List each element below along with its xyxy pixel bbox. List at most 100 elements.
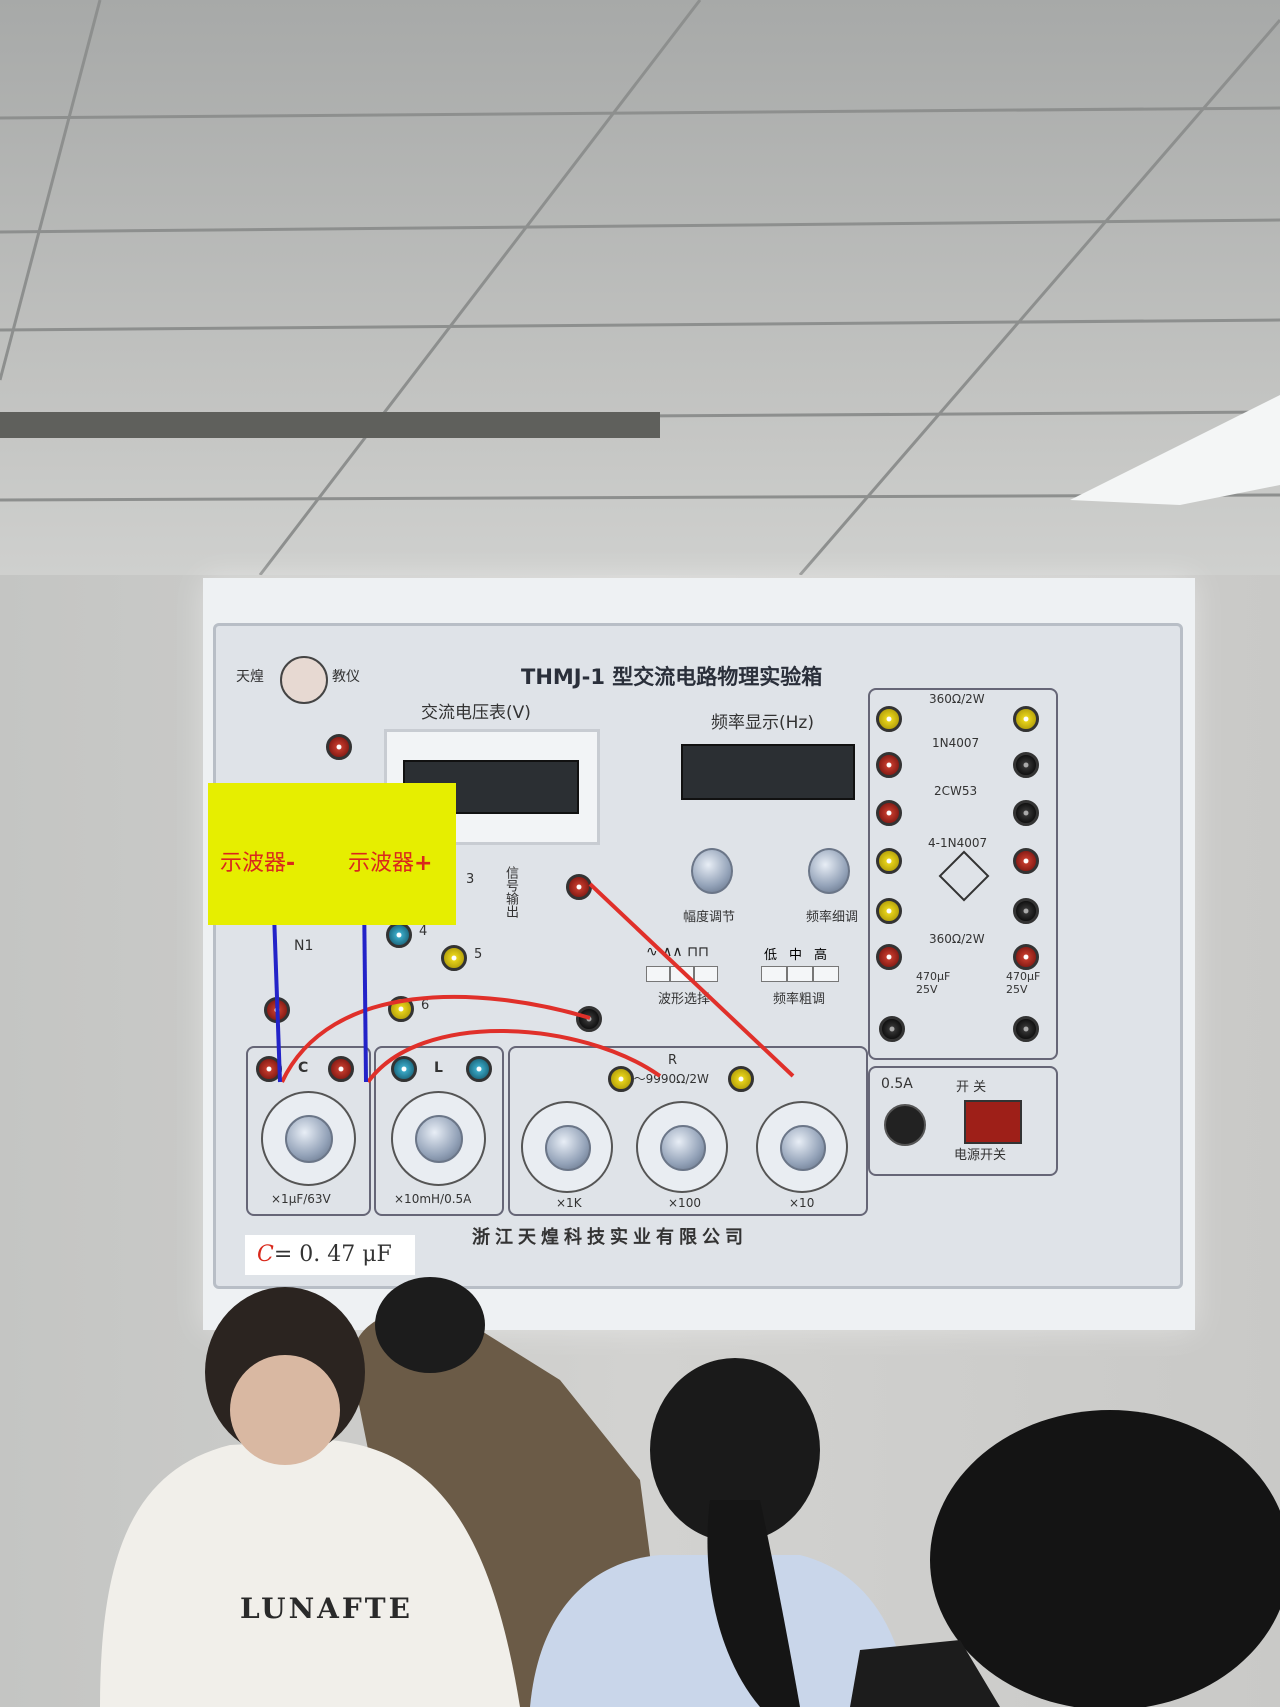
range-labels: 低 中 高 bbox=[764, 944, 827, 963]
waveform-sine-button[interactable] bbox=[646, 966, 670, 982]
resistor-right-terminal[interactable] bbox=[728, 1066, 754, 1092]
person-right-shoulder bbox=[850, 1640, 1000, 1707]
person-right-head bbox=[930, 1410, 1280, 1707]
resistor-1k-knob[interactable] bbox=[545, 1125, 591, 1171]
cap-470-right-label: 470μF 25V bbox=[1006, 970, 1041, 996]
amplitude-label: 幅度调节 bbox=[683, 910, 736, 925]
zener-2cw53-label: 2CW53 bbox=[934, 784, 978, 798]
resistor-left-terminal[interactable] bbox=[608, 1066, 634, 1092]
voltmeter-label: 交流电压表(V) bbox=[421, 703, 531, 723]
logo: 天煌 教仪 bbox=[236, 656, 376, 704]
freq-label: 频率显示(Hz) bbox=[711, 713, 814, 733]
resistor-label: R bbox=[668, 1053, 678, 1068]
fuse-holder[interactable] bbox=[884, 1104, 926, 1146]
range-buttons bbox=[761, 966, 839, 982]
cap-ground-left-terminal[interactable] bbox=[879, 1016, 905, 1042]
capacitor-label: C bbox=[298, 1060, 309, 1076]
range-low-button[interactable] bbox=[761, 966, 787, 982]
cap-ground-right-terminal[interactable] bbox=[1013, 1016, 1039, 1042]
logo-right-text: 教仪 bbox=[332, 669, 360, 685]
winding-n1-label: N1 bbox=[294, 938, 314, 954]
range-mid-button[interactable] bbox=[787, 966, 813, 982]
person-ponytail-jacket bbox=[530, 1555, 910, 1707]
fuse-label: 0.5A bbox=[881, 1076, 913, 1092]
experiment-panel: 天煌 教仪 THMJ-1 型交流电路物理实验箱 交流电压表(V) 频率显示(Hz… bbox=[213, 623, 1183, 1289]
waveform-label: 波形选择 bbox=[658, 992, 711, 1007]
r360-left-terminal[interactable] bbox=[876, 706, 902, 732]
diode-1-right-terminal[interactable] bbox=[1013, 752, 1039, 778]
person-ponytail-head bbox=[650, 1358, 820, 1542]
resistor-10-label: ×10 bbox=[789, 1196, 815, 1210]
resistor-dial-100 bbox=[636, 1101, 728, 1193]
resistor-100-label: ×100 bbox=[668, 1196, 701, 1210]
zener-left-terminal[interactable] bbox=[876, 800, 902, 826]
inductor-left-terminal[interactable] bbox=[391, 1056, 417, 1082]
r360b-left-terminal[interactable] bbox=[876, 944, 902, 970]
inductor-label: L bbox=[434, 1060, 443, 1076]
amplitude-knob[interactable] bbox=[691, 848, 733, 894]
inductor-right-terminal[interactable] bbox=[466, 1056, 492, 1082]
inductor-dial bbox=[391, 1091, 486, 1186]
inductor-box bbox=[374, 1046, 504, 1216]
person-ponytail-hair bbox=[707, 1500, 800, 1707]
resistor-1k-label: ×1K bbox=[556, 1196, 582, 1210]
resistor-range: 0～9990Ω/2W bbox=[626, 1072, 709, 1086]
cap-value: = 0. 47 μF bbox=[273, 1242, 392, 1267]
ceiling bbox=[0, 0, 1280, 575]
bridge-ac1-terminal[interactable] bbox=[876, 848, 902, 874]
terminal-5-label: 5 bbox=[474, 947, 483, 962]
zener-right-terminal[interactable] bbox=[1013, 800, 1039, 826]
frequency-fine-knob[interactable] bbox=[808, 848, 850, 894]
capacitor-selector-knob[interactable] bbox=[285, 1115, 333, 1163]
panel-title: THMJ-1 型交流电路物理实验箱 bbox=[521, 665, 823, 689]
diode-1-left-terminal[interactable] bbox=[876, 752, 902, 778]
power-box bbox=[868, 1066, 1058, 1176]
inductor-selector-knob[interactable] bbox=[415, 1115, 463, 1163]
terminal-6-label: 6 bbox=[421, 998, 430, 1013]
person-hoodie-head bbox=[375, 1277, 485, 1373]
freq-range-label: 频率粗调 bbox=[773, 992, 826, 1007]
r360b-right-terminal[interactable] bbox=[1013, 944, 1039, 970]
signal-output-label: 信号输出 bbox=[503, 866, 518, 918]
power-switch[interactable] bbox=[964, 1100, 1022, 1144]
sweater-print: LUNAFTE bbox=[240, 1592, 413, 1625]
bridge-minus-terminal[interactable] bbox=[1013, 898, 1039, 924]
company-name: 浙江天煌科技实业有限公司 bbox=[472, 1227, 748, 1248]
bridge-plus-terminal[interactable] bbox=[1013, 848, 1039, 874]
person-white-face bbox=[230, 1355, 340, 1465]
resistor-360-2-label: 360Ω/2W bbox=[929, 932, 985, 946]
resistor-box bbox=[508, 1046, 868, 1216]
red-wire-signal-to-resistor bbox=[588, 882, 795, 1078]
resistor-360-label: 360Ω/2W bbox=[929, 692, 985, 706]
red-wire-ground-to-cap bbox=[280, 994, 591, 1083]
terminal-3-label: 3 bbox=[466, 872, 475, 887]
inductor-rating: ×10mH/0.5A bbox=[394, 1192, 472, 1206]
range-high-button[interactable] bbox=[813, 966, 839, 982]
capacitance-annotation: C= 0. 47 μF bbox=[245, 1235, 415, 1275]
resistor-dial-10 bbox=[756, 1101, 848, 1193]
person-white-sweater bbox=[100, 1440, 520, 1707]
diode-1n4007-label: 1N4007 bbox=[932, 736, 980, 750]
terminal-4-label: 4 bbox=[419, 924, 428, 939]
range-high-label: 高 bbox=[814, 948, 828, 963]
cap-symbol: C bbox=[257, 1242, 274, 1267]
capacitor-right-terminal[interactable] bbox=[328, 1056, 354, 1082]
cap-470-left-label: 470μF 25V bbox=[916, 970, 951, 996]
ceiling-vent bbox=[0, 412, 660, 438]
bridge-ac2-terminal[interactable] bbox=[876, 898, 902, 924]
frequency-display bbox=[681, 744, 855, 800]
r360-right-terminal[interactable] bbox=[1013, 706, 1039, 732]
transformer-top-terminal[interactable] bbox=[326, 734, 352, 760]
resistor-10-knob[interactable] bbox=[780, 1125, 826, 1171]
bridge-label: 4-1N4007 bbox=[928, 836, 988, 850]
resistor-100-knob[interactable] bbox=[660, 1125, 706, 1171]
terminal-5[interactable] bbox=[441, 945, 467, 971]
logo-emblem-icon bbox=[280, 656, 328, 704]
ceiling-light bbox=[1070, 395, 1280, 505]
range-low-label: 低 bbox=[764, 948, 778, 963]
capacitor-rating: ×1μF/63V bbox=[271, 1192, 331, 1206]
waveform-square-button[interactable] bbox=[694, 966, 718, 982]
scope-plus-label: 示波器+ bbox=[348, 851, 433, 876]
